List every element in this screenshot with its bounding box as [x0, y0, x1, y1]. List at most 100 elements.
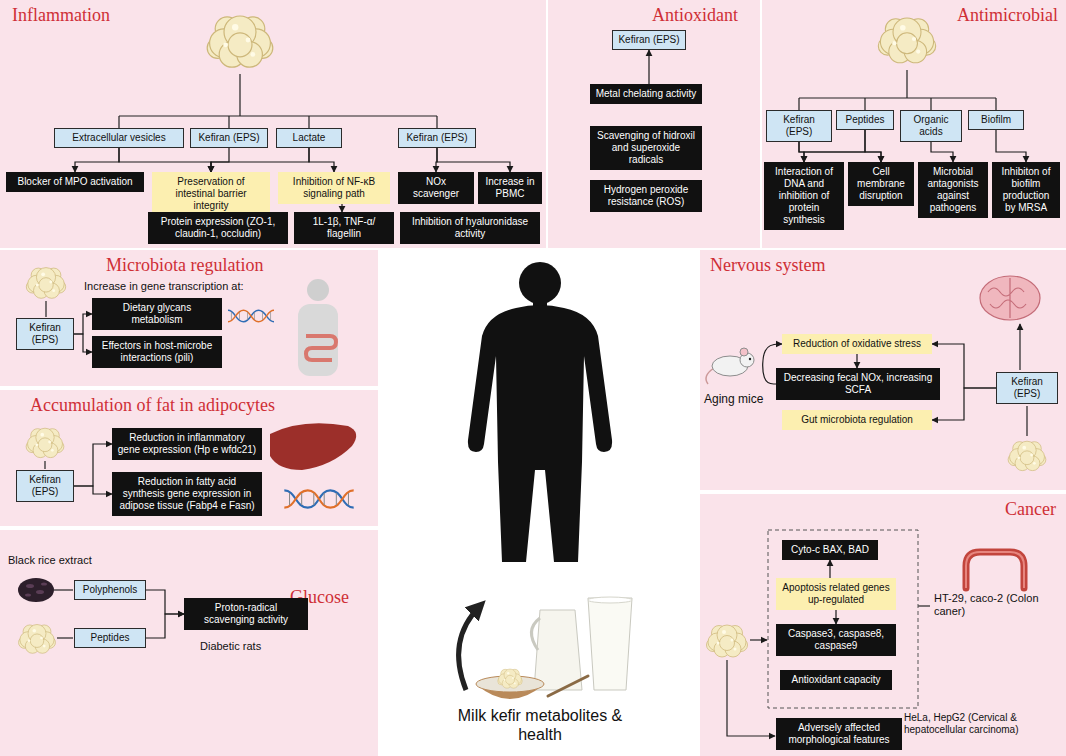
arrow-connector: [119, 148, 211, 172]
effect-box: Antioxidant capacity: [780, 670, 892, 690]
source-box: Extracellular vesicles: [54, 128, 184, 148]
arrow-connector: [835, 610, 836, 624]
box-label: Inhibiton of biofilm production by MRSA: [997, 166, 1055, 214]
arrow-connector: [804, 130, 865, 162]
box-label: Kefiran (EPS): [617, 34, 681, 46]
annotation-label: Increase in gene transcription at:: [84, 280, 244, 293]
brain-icon: [980, 276, 1040, 320]
arrow-connector: [211, 148, 309, 172]
box-label: Proton-radical scavenging activity: [189, 602, 303, 626]
source-box: Kefiran (EPS): [612, 30, 686, 50]
annotation-label: HT-29, caco-2 (Colon caner): [934, 592, 1052, 618]
source-box: Kefiran (EPS): [16, 470, 74, 502]
arrow-connector: [146, 590, 184, 614]
human-silhouette: [468, 262, 612, 562]
box-label: Blocker of MPO activation: [11, 176, 139, 188]
gut-figure: [298, 279, 338, 376]
arrow-connector: [74, 444, 112, 486]
box-label: Kefiran (EPS): [771, 114, 827, 138]
mouse-icon: [706, 348, 754, 384]
box-label: Reduction in fatty acid synthesis gene e…: [117, 476, 257, 512]
wire: [45, 301, 46, 317]
box-label: Interaction of DNA and inhibition of pro…: [769, 166, 839, 226]
effect-box: NOx scavenger: [398, 172, 474, 204]
highlight-box: Inhibition of NF-κB signaling path: [278, 172, 390, 204]
arrow-connector: [932, 344, 996, 388]
box-label: Kefiran (EPS): [21, 474, 69, 498]
highlight-box: Reduction of oxidative stress: [782, 334, 932, 354]
box-label: Decreasing fecal NOx, increasing SCFA: [781, 372, 935, 396]
annotation-label: Black rice extract: [8, 554, 92, 567]
dna-icon: [228, 310, 274, 322]
source-box: Lactate: [276, 128, 342, 148]
box-label: Extracellular vesicles: [59, 132, 179, 144]
box-label: Lactate: [281, 132, 337, 144]
colon-icon: [966, 552, 1024, 588]
box-label: Adversely affected morphological feature…: [781, 722, 897, 746]
leader-line: [918, 605, 930, 606]
annotation-label: HeLa, HepG2 (Cervical & hepatocellular c…: [904, 712, 1058, 736]
arrow-connector: [146, 614, 184, 638]
wire: [44, 461, 45, 469]
source-box: Kefiran (EPS): [766, 110, 832, 142]
effect-box: Adversely affected morphological feature…: [776, 718, 902, 750]
effect-box: Microbial antagonists against pathogens: [918, 162, 988, 218]
box-label: Gut microbiota regulation: [787, 414, 927, 426]
wire-arrow: [750, 639, 767, 640]
effect-box: Reduction in fatty acid synthesis gene e…: [112, 472, 262, 516]
box-label: Inhibition of hyaluronidase activity: [405, 216, 535, 240]
box-label: Scavenging of hidroxil and superoxide ra…: [595, 130, 697, 166]
effect-box: Effectors in host-microbe interactions (…: [92, 336, 222, 368]
arrow-connector: [74, 334, 92, 352]
arrow-connector: [309, 148, 334, 172]
wire: [1026, 406, 1027, 436]
box-label: Antioxidant capacity: [785, 674, 887, 686]
box-label: Cyto-c BAX, BAD: [787, 544, 873, 556]
category-panel: AntioxidantKefiran (EPS)Metal chelating …: [548, 0, 760, 248]
panel-title: Accumulation of fat in adipocytes: [30, 394, 275, 416]
annotation-label: Milk kefir metabolites & health: [450, 706, 630, 744]
box-label: Kefiran (EPS): [1001, 376, 1053, 400]
source-box: Peptides: [74, 628, 146, 648]
box-label: Microbial antagonists against pathogens: [923, 166, 983, 214]
dashed-group-frame: [768, 530, 918, 708]
effect-box: Increase in PBMC: [478, 172, 542, 204]
black-rice-icon: [18, 578, 54, 602]
effect-box: Reduction in inflammatory gene expressio…: [112, 428, 262, 460]
panel-title: Antimicrobial: [957, 4, 1058, 26]
wire: [54, 589, 73, 590]
arrow-connector: [865, 130, 881, 162]
effect-box: Caspase3, caspase8, caspase9: [776, 624, 896, 656]
box-label: Reduction in inflammatory gene expressio…: [117, 432, 257, 456]
box-label: Kefiran (EPS): [195, 132, 263, 144]
panel-title: Cancer: [1005, 498, 1056, 520]
effect-box: Blocker of MPO activation: [6, 172, 144, 192]
effect-box: Interaction of DNA and inhibition of pro…: [764, 162, 844, 230]
source-box: Kefiran (EPS): [398, 128, 476, 148]
highlight-box: Gut microbiota regulation: [782, 410, 932, 430]
box-label: Effectors in host-microbe interactions (…: [97, 340, 217, 364]
box-label: Organic acids: [905, 114, 957, 138]
effect-box: Metal chelating activity: [590, 84, 702, 104]
source-box: Kefiran (EPS): [16, 318, 74, 350]
arrow-connector: [74, 314, 92, 334]
arrow-connector: [341, 204, 342, 212]
arrow-connector: [932, 388, 996, 420]
effect-box: Decreasing fecal NOx, increasing SCFA: [776, 368, 940, 400]
box-label: Increase in PBMC: [483, 176, 537, 200]
branch-wire: [119, 74, 437, 128]
effect-box: Dietary glycans metabolism: [92, 298, 222, 330]
box-label: Metal chelating activity: [595, 88, 697, 100]
box-label: Dietary glycans metabolism: [97, 302, 217, 326]
box-label: Kefiran (EPS): [21, 322, 69, 346]
branch-wire: [799, 70, 996, 110]
effect-box: Cell membrane disruption: [848, 162, 914, 206]
arrow-connector: [856, 354, 857, 368]
wire: [57, 637, 73, 638]
source-box: Peptides: [836, 110, 894, 130]
highlight-box: Preservation of intestinal barrier integ…: [152, 172, 270, 216]
kefir-grain-icon: [1008, 441, 1046, 470]
panel-title: Microbiota regulation: [106, 254, 263, 276]
source-box: Kefiran (EPS): [190, 128, 268, 148]
